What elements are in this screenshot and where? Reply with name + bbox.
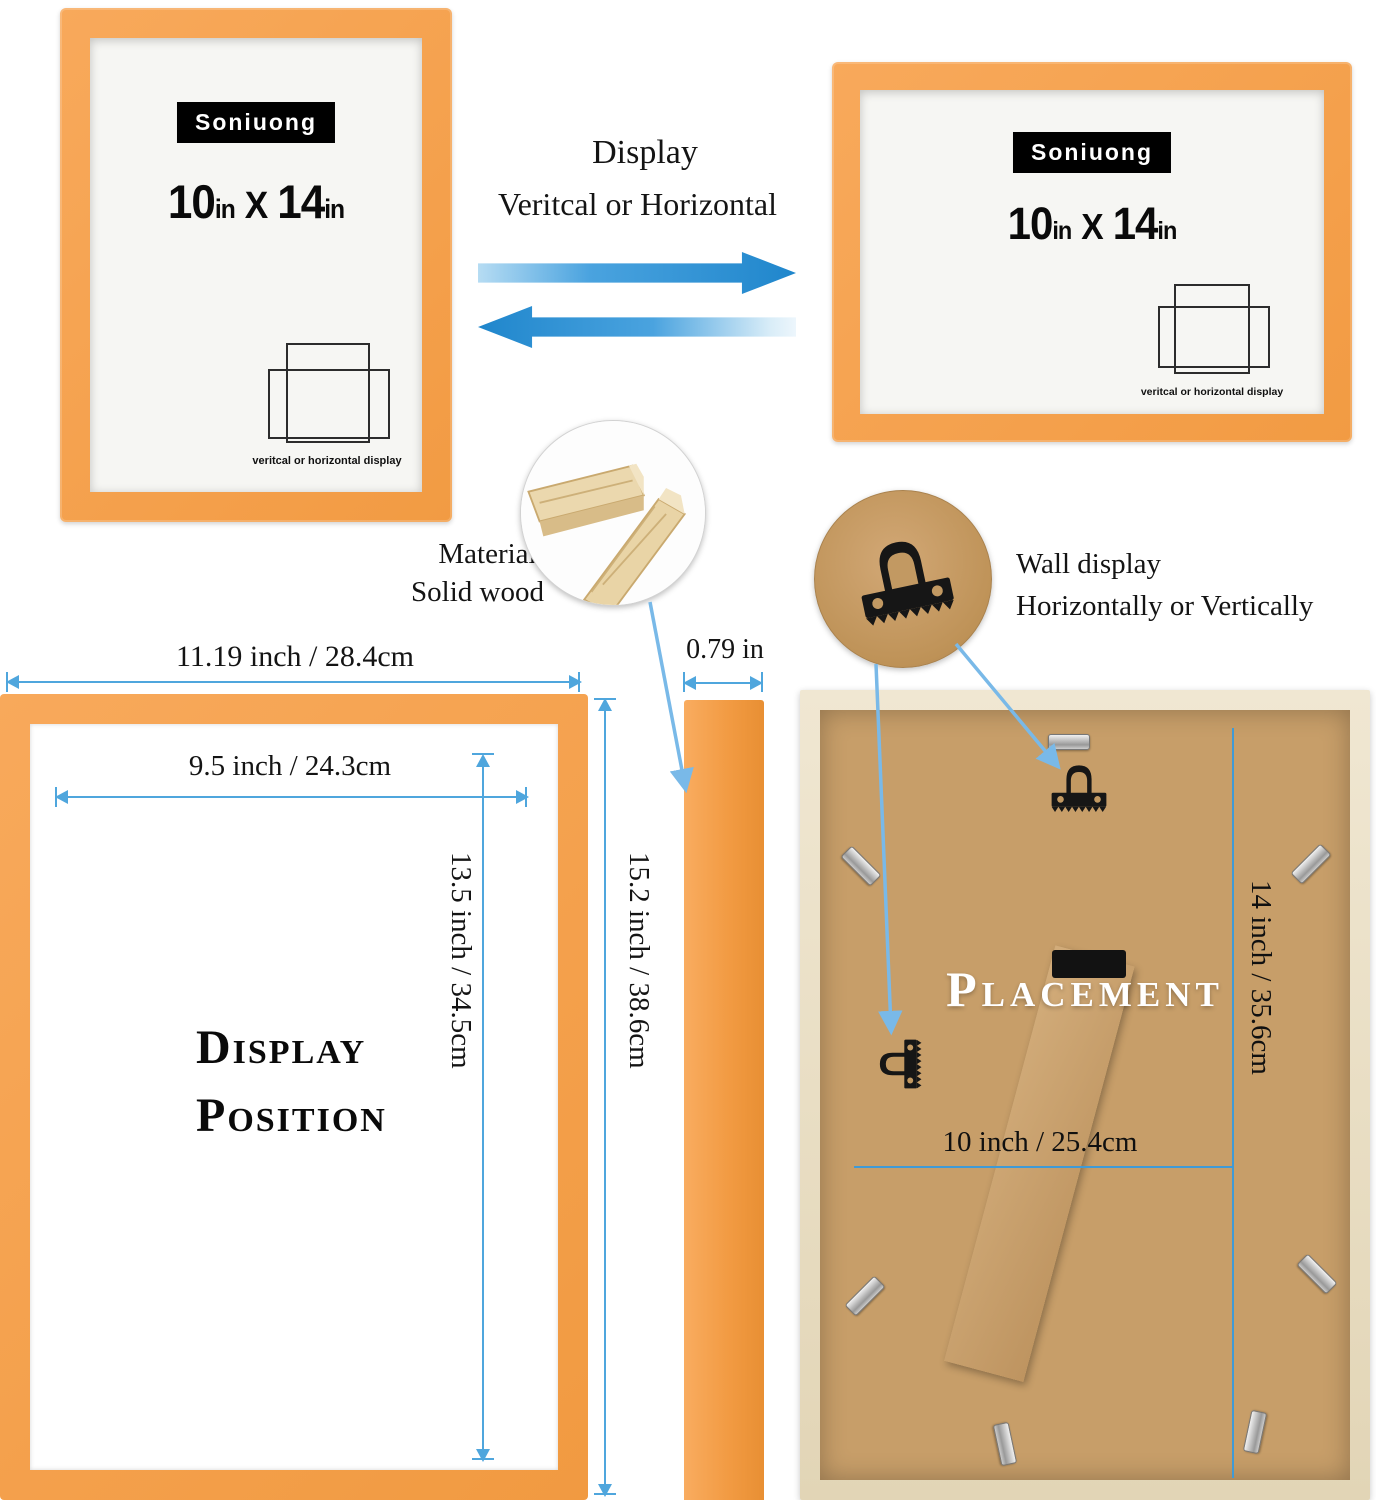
outer-width-label: 11.19 inch / 28.4cm [175,640,415,673]
wall-hardware-photo [814,490,992,668]
wall-note-line2: Horizontally or Vertically [1016,590,1314,622]
size-unit: in [1157,216,1177,245]
size-width: 10 [167,176,216,229]
frame-side-profile [684,700,764,1500]
backing-board: Placement 14 inch / 35.6cm 10 inch / 25.… [820,710,1350,1480]
metal-clip [1290,843,1332,885]
frame-front-diagram [0,694,588,1500]
metal-clip [1048,734,1090,750]
measure-tick [578,672,580,692]
display-note-line1: Display [592,134,698,171]
connector-material-to-profile [648,601,694,794]
material-note-line1: Material [438,538,537,570]
size-height: 14 [1112,198,1159,249]
metal-clip [840,845,882,887]
sawtooth-hanger-top-icon [1051,765,1107,812]
orientation-caption: veritcal or horizontal display [1140,386,1284,398]
measure-tick [594,698,616,700]
portrait-rect-icon [286,343,370,443]
back-height-line [1232,728,1234,1478]
measure-tick [472,1458,494,1460]
material-photo [520,420,706,606]
outer-width-arrow [6,675,582,689]
measure-tick [472,753,494,755]
size-unit: in [324,195,345,225]
measure-tick [683,672,685,692]
frame-opening [30,724,558,1470]
metal-clip [1296,1253,1338,1295]
portrait-rect-icon [1174,284,1250,374]
wood-joint-icon [521,421,705,605]
size-unit: in [214,195,236,225]
brand-logo: Soniuong [176,102,336,143]
display-position-line1: Display [196,1021,367,1074]
size-separator: X [1081,207,1103,248]
landscape-rect-icon [1158,306,1270,368]
back-width-label: 10 inch / 25.4cm [942,1126,1138,1158]
placement-label: Placement [946,961,1224,1017]
measure-tick [55,787,57,807]
measure-tick [594,1493,616,1495]
size-unit: in [1052,216,1072,245]
frame-back-photo: Placement 14 inch / 35.6cm 10 inch / 25.… [800,690,1370,1500]
sawtooth-hanger-icon [861,541,954,626]
brand-logo-text: Soniuong [1030,139,1154,165]
arrow-left-icon [478,306,796,348]
sawtooth-hanger-side-icon [879,1039,922,1089]
outer-height-label: 15.2 inch / 38.6cm [623,852,655,1069]
orientation-diagram [268,343,390,450]
metal-clip [992,1421,1018,1467]
measure-tick [761,672,763,692]
landscape-rect-icon [268,369,390,439]
display-note-line2: Veritcal or Horizontal [498,186,777,222]
metal-clip [844,1275,886,1317]
material-note-line2: Solid wood [411,576,544,608]
inner-width-label: 9.5 inch / 24.3cm [188,750,392,782]
brand-logo-text: Soniuong [194,109,318,135]
orientation-caption: veritcal or horizontal display [252,455,402,467]
back-width-line [854,1166,1234,1168]
inner-height-label: 13.5 inch / 34.5cm [445,852,477,1069]
size-height: 14 [277,176,325,229]
outer-height-arrow [598,698,612,1497]
measure-tick [6,672,8,692]
brand-logo: Soniuong [1012,132,1172,173]
back-height-label: 14 inch / 35.6cm [1245,880,1277,1075]
inner-width-arrow [55,790,529,804]
metal-clip [1242,1409,1268,1455]
kickstand-hinge-slot [1052,950,1126,978]
size-separator: X [244,184,269,227]
thickness-label: 0.79 in [686,634,764,665]
inner-height-arrow [476,754,490,1462]
display-position-line2: Position [196,1089,387,1142]
size-width: 10 [1007,198,1054,249]
orientation-diagram [1158,284,1270,380]
measure-tick [525,787,527,807]
arrow-right-icon [478,252,796,294]
thickness-arrow [683,676,763,690]
wall-note-line1: Wall display [1016,548,1162,580]
